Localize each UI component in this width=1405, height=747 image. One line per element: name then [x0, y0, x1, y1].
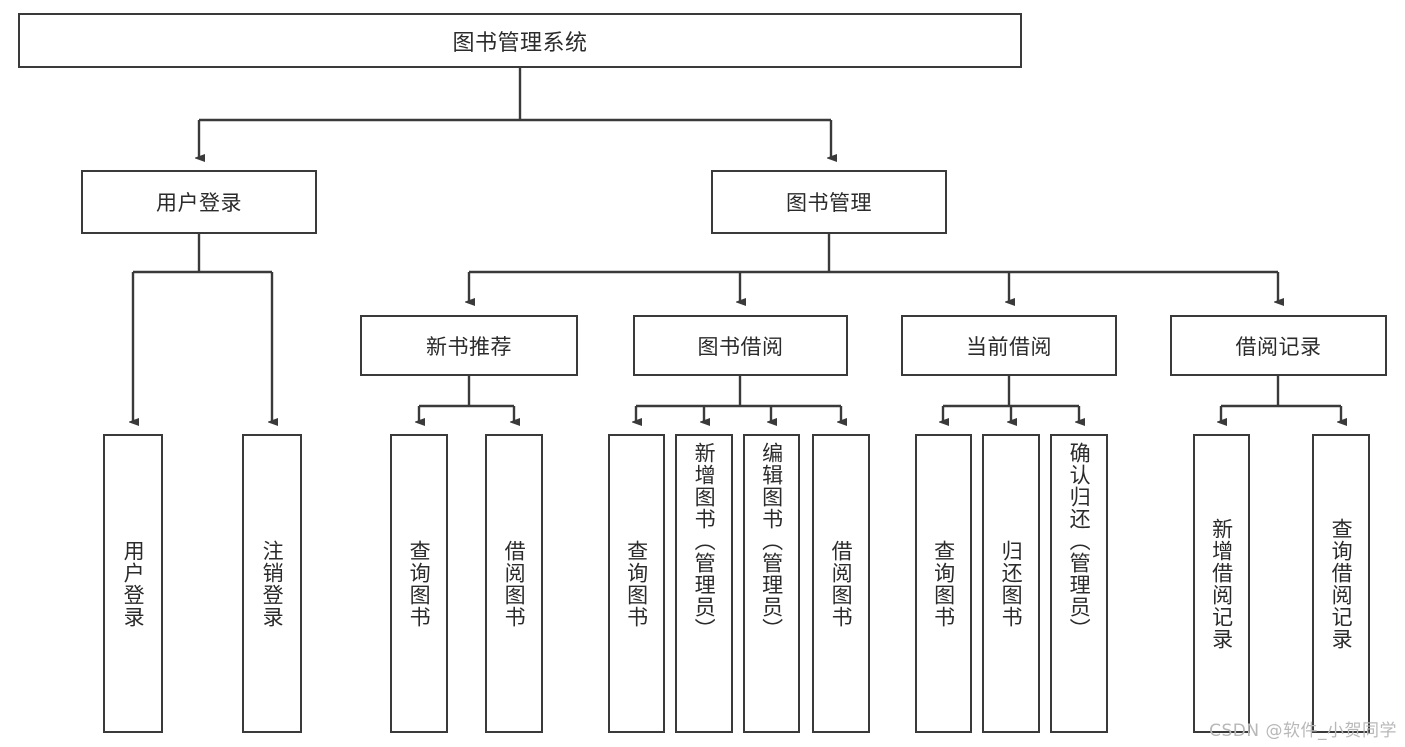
node-leaf-confirm-return[interactable]: 确认归还（管理员）	[1050, 434, 1108, 733]
node-leaf-borrow-book-2[interactable]: 借阅图书	[812, 434, 870, 733]
node-new-book-recommend[interactable]: 新书推荐	[360, 315, 578, 376]
node-book-borrow[interactable]: 图书借阅	[633, 315, 848, 376]
node-leaf-return-book[interactable]: 归还图书	[982, 434, 1040, 733]
node-leaf-add-record[interactable]: 新增借阅记录	[1193, 434, 1250, 733]
node-borrow-record-label: 借阅记录	[1235, 334, 1322, 359]
node-leaf-query-record-label: 查询借阅记录	[1329, 517, 1354, 650]
node-current-borrow[interactable]: 当前借阅	[901, 315, 1117, 376]
node-book-management-label: 图书管理	[786, 191, 872, 215]
node-leaf-user-login[interactable]: 用户登录	[103, 434, 163, 733]
node-book-management[interactable]: 图书管理	[711, 170, 947, 234]
node-new-book-recommend-label: 新书推荐	[426, 334, 512, 359]
node-borrow-record[interactable]: 借阅记录	[1170, 315, 1387, 376]
node-book-borrow-label: 图书借阅	[697, 334, 784, 359]
node-leaf-borrow-book-2-label: 借阅图书	[829, 539, 854, 628]
watermark-text: CSDN @软件_小贺同学	[1209, 721, 1397, 741]
node-leaf-add-book-label: 新增图书（管理员）	[692, 442, 717, 640]
node-leaf-edit-book-label: 编辑图书（管理员）	[759, 442, 784, 640]
node-leaf-return-book-label: 归还图书	[999, 539, 1024, 628]
node-leaf-borrow-book-1[interactable]: 借阅图书	[485, 434, 543, 733]
node-leaf-query-book-2-label: 查询图书	[624, 539, 649, 628]
node-leaf-edit-book[interactable]: 编辑图书（管理员）	[743, 434, 800, 733]
node-leaf-query-book-3-label: 查询图书	[931, 539, 956, 628]
node-leaf-user-login-label: 用户登录	[121, 539, 146, 628]
node-leaf-query-book-3[interactable]: 查询图书	[915, 434, 972, 733]
node-root-label: 图书管理系统	[452, 30, 588, 56]
node-leaf-query-book-2[interactable]: 查询图书	[608, 434, 665, 733]
node-leaf-query-book-1-label: 查询图书	[407, 539, 432, 628]
node-user-login-label: 用户登录	[156, 191, 242, 215]
node-leaf-logout-label: 注销登录	[260, 539, 285, 628]
node-leaf-query-book-1[interactable]: 查询图书	[390, 434, 448, 733]
node-user-login[interactable]: 用户登录	[81, 170, 317, 234]
node-leaf-borrow-book-1-label: 借阅图书	[502, 539, 527, 628]
node-current-borrow-label: 当前借阅	[966, 334, 1052, 359]
node-leaf-add-record-label: 新增借阅记录	[1209, 517, 1234, 650]
node-leaf-add-book[interactable]: 新增图书（管理员）	[675, 434, 733, 733]
node-root[interactable]: 图书管理系统	[18, 13, 1022, 68]
node-leaf-logout[interactable]: 注销登录	[242, 434, 302, 733]
node-leaf-confirm-return-label: 确认归还（管理员）	[1067, 442, 1092, 640]
node-leaf-query-record[interactable]: 查询借阅记录	[1312, 434, 1370, 733]
